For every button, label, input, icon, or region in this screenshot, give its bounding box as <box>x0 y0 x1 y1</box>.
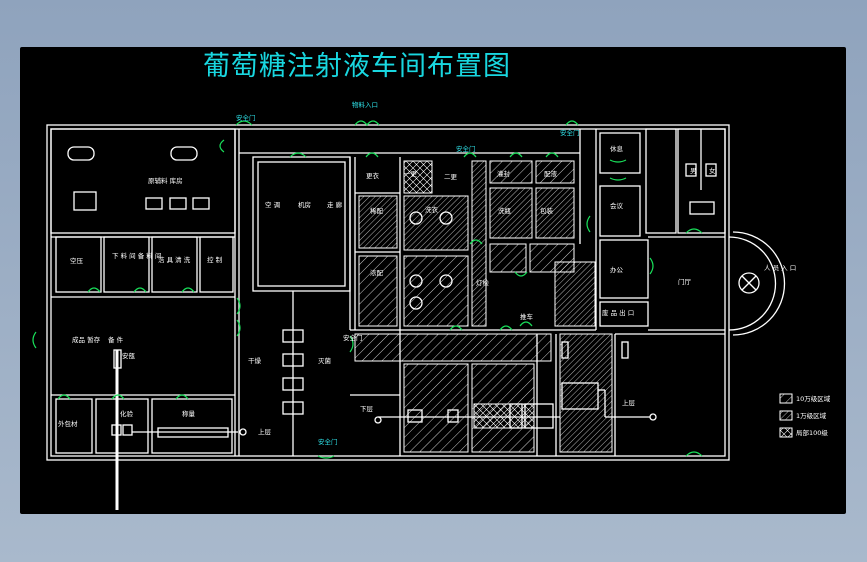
label-cleaning: 洁 具 清 洗 <box>158 255 191 264</box>
label-wash-1: 洗瓶 <box>498 206 512 215</box>
label-cart: 推车 <box>520 312 534 321</box>
label-entry-person: 人 员 入 口 <box>764 264 796 272</box>
label-toilet-f: 女 <box>709 166 716 175</box>
drawing-title: 葡萄糖注射液车间布置图 <box>203 51 511 82</box>
label-storage-mid: 成品 暂存 <box>72 335 101 344</box>
label-ampoule: 安瓿 <box>122 351 136 360</box>
label-inspect: 灯检 <box>476 278 490 287</box>
label-material-entrance: 物料入口 <box>352 100 378 109</box>
label-upper-b: 上层 <box>622 398 636 407</box>
label-air-lock-a: 空 调 <box>265 200 280 209</box>
label-safety-exit-top-left: 安全门 <box>236 113 256 122</box>
legend-label-3: 局部100级 <box>796 428 828 437</box>
label-outer-pack: 外包材 <box>58 419 78 428</box>
label-corridor: 走 廊 <box>327 200 343 209</box>
room-labels: 安全门 物料入口 安全门 安全门 原辅料 库房 空压 下 料 间 备 料 间 洁… <box>58 100 796 446</box>
right-block <box>579 128 786 336</box>
legend-swatch-hatch <box>779 393 793 404</box>
doors <box>32 120 703 459</box>
label-left-side: 废 品 出 口 <box>602 308 634 317</box>
legend: 10万级区域 1万级区域 局部100级 <box>779 393 831 438</box>
label-dressing-a: 更衣 <box>366 171 380 180</box>
label-office-c: 会议 <box>610 201 624 210</box>
label-office-b: 休息 <box>610 144 624 153</box>
legend-label-1: 10万级区域 <box>796 394 831 403</box>
label-office-a: 办公 <box>610 265 624 274</box>
label-lab: 化验 <box>120 409 134 418</box>
central-block <box>239 152 596 456</box>
label-fill-3: 浓配 <box>370 268 384 277</box>
label-mixing: 稀配 <box>370 206 384 215</box>
label-scale-room: 称量 <box>182 409 196 418</box>
label-hall: 门厅 <box>678 277 692 286</box>
label-upper-a: 上层 <box>258 427 272 436</box>
legend-label-2: 1万级区域 <box>796 411 827 420</box>
label-dressing-c: 二更 <box>444 173 458 181</box>
outer-walls <box>46 124 730 461</box>
label-fill-1: 灌封 <box>497 169 511 178</box>
label-air-lock-b: 机房 <box>298 200 311 209</box>
clean-zones <box>354 160 657 456</box>
left-block <box>50 128 247 510</box>
label-dressing-b: 一更 <box>404 170 418 178</box>
label-safety-exit-mid: 安全门 <box>456 144 476 153</box>
label-sterilize: 灭菌 <box>318 356 332 365</box>
label-material-room: 下 料 间 备 料 间 <box>112 251 161 260</box>
label-qc-left: 空压 <box>70 256 84 265</box>
legend-swatch-hatch-dense <box>779 410 793 421</box>
label-lower-a: 下层 <box>360 405 374 413</box>
label-safety-right: 安全门 <box>343 333 363 342</box>
label-equipment: 备 件 <box>108 335 124 344</box>
label-safety-exit-top-right: 安全门 <box>560 128 580 137</box>
legend-swatch-cross <box>779 427 793 438</box>
label-control: 控 制 <box>207 255 223 264</box>
label-warehouse: 原辅料 库房 <box>148 176 183 185</box>
label-sterile-wash: 洗衣 <box>425 205 439 214</box>
label-fill-2: 配液 <box>544 169 558 178</box>
label-pack: 包装 <box>540 206 554 215</box>
label-dry: 干燥 <box>248 356 262 365</box>
label-safety-bottom: 安全门 <box>318 437 338 446</box>
label-toilet-m: 男 <box>690 167 697 175</box>
